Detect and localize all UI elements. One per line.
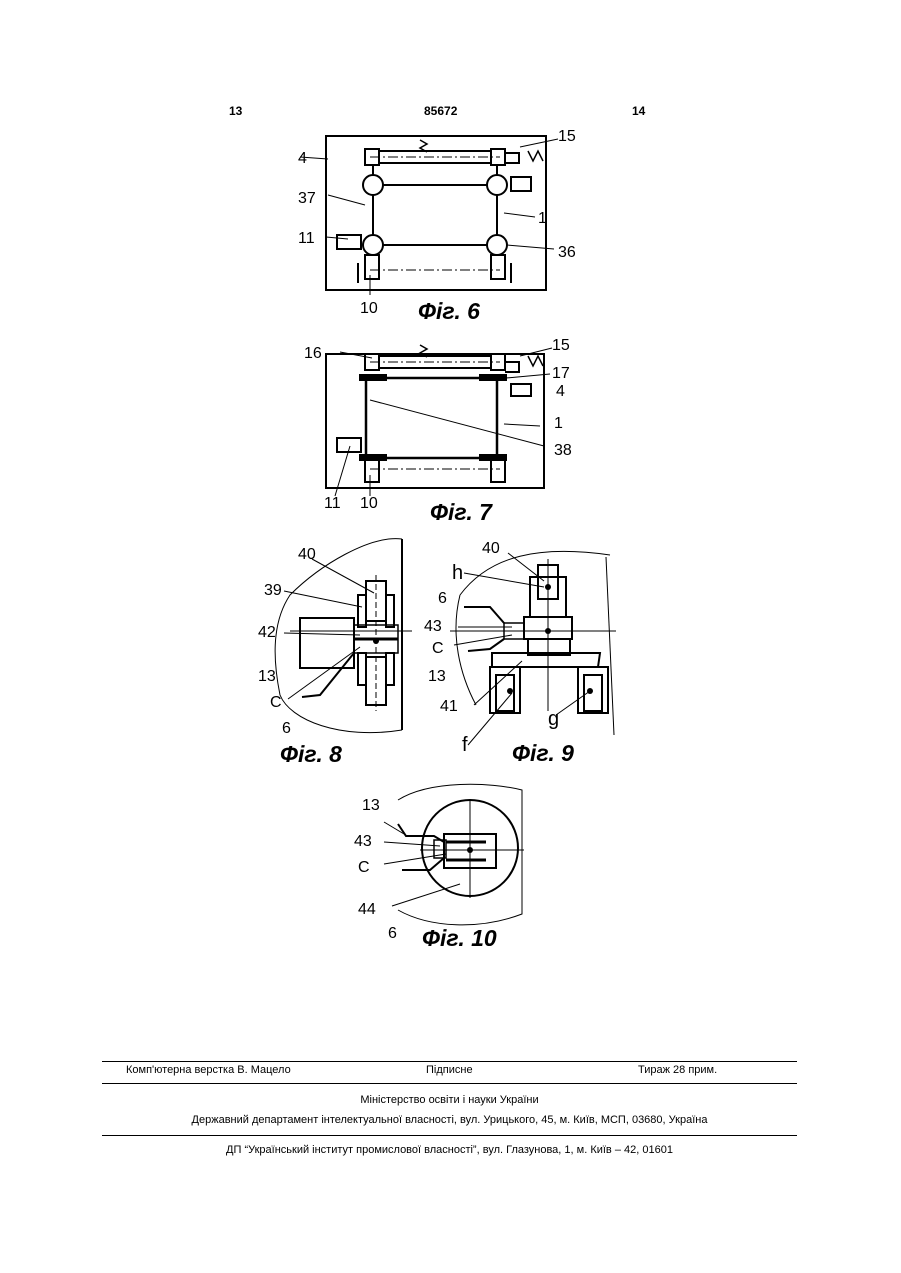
fig10-label-c: C: [358, 859, 370, 876]
fig7-label-17: 17: [552, 365, 570, 382]
fig7-label-10: 10: [360, 495, 378, 512]
fig10-label-13: 13: [362, 797, 380, 814]
fig6-label-10: 10: [360, 300, 378, 317]
fig7-label-4: 4: [556, 383, 565, 400]
footer-rule-middle: [102, 1083, 797, 1084]
patent-number: 85672: [424, 104, 457, 118]
fig7-label-16: 16: [304, 345, 322, 362]
footer-ministry: Міністерство освіти і науки України: [102, 1094, 797, 1106]
fig6-label-15: 15: [558, 128, 576, 145]
figure-9: 40 h 6 43 C 13 41 g f Фіг. 9: [420, 535, 620, 770]
figure-10: 13 43 C 44 6 Фіг. 10: [350, 780, 530, 955]
fig8-label-6: 6: [282, 720, 291, 737]
fig9-label-41: 41: [440, 698, 458, 715]
footer-rule-bottom: [102, 1135, 797, 1136]
fig9-label-f: f: [462, 734, 468, 756]
fig6-label-36: 36: [558, 244, 576, 261]
page-number-left: 13: [229, 104, 242, 118]
fig7-caption: Фіг. 7: [430, 499, 493, 525]
fig6-label-11: 11: [298, 230, 315, 247]
footer-layout-credit: Комп'ютерна верстка В. Мацело: [126, 1064, 291, 1076]
fig9-label-43: 43: [424, 618, 442, 635]
page-number-right: 14: [632, 104, 645, 118]
figure-7: 16 15 17 4 1 38 11 10 Фіг. 7: [290, 330, 590, 530]
fig9-caption: Фіг. 9: [512, 740, 574, 766]
footer-department: Державний департамент інтелектуальної вл…: [102, 1114, 797, 1126]
fig6-label-1: 1: [538, 210, 547, 227]
figure-8: 40 39 42 13 C 6 Фіг. 8: [250, 535, 420, 770]
fig10-label-43: 43: [354, 833, 372, 850]
footer-signed: Підписне: [426, 1064, 473, 1076]
fig9-label-h: h: [452, 562, 463, 584]
fig10-label-6: 6: [388, 925, 397, 942]
fig9-label-40: 40: [482, 540, 500, 557]
fig6-label-4: 4: [298, 150, 307, 167]
footer-circulation: Тираж 28 прим.: [638, 1064, 717, 1076]
footer-rule-top: [102, 1061, 797, 1062]
fig6-label-37: 37: [298, 190, 316, 207]
fig9-label-6: 6: [438, 590, 447, 607]
fig7-label-15: 15: [552, 337, 570, 354]
figure-6: 15 4 37 1 11 36 10 Фіг. 6: [290, 125, 590, 325]
fig6-caption: Фіг. 6: [418, 298, 480, 324]
fig8-label-c: C: [270, 694, 282, 711]
fig10-label-44: 44: [358, 901, 376, 918]
fig9-label-13: 13: [428, 668, 446, 685]
fig10-caption: Фіг. 10: [422, 925, 497, 951]
fig7-label-38: 38: [554, 442, 572, 459]
fig9-label-g: g: [548, 708, 559, 730]
footer-institute: ДП “Український інститут промислової вла…: [102, 1144, 797, 1156]
fig8-label-13: 13: [258, 668, 276, 685]
fig8-label-39: 39: [264, 582, 282, 599]
fig7-label-11: 11: [324, 495, 341, 512]
fig9-label-c: C: [432, 640, 444, 657]
fig7-label-1: 1: [554, 415, 563, 432]
fig8-caption: Фіг. 8: [280, 741, 342, 767]
fig8-label-40: 40: [298, 546, 316, 563]
fig8-label-42: 42: [258, 624, 276, 641]
